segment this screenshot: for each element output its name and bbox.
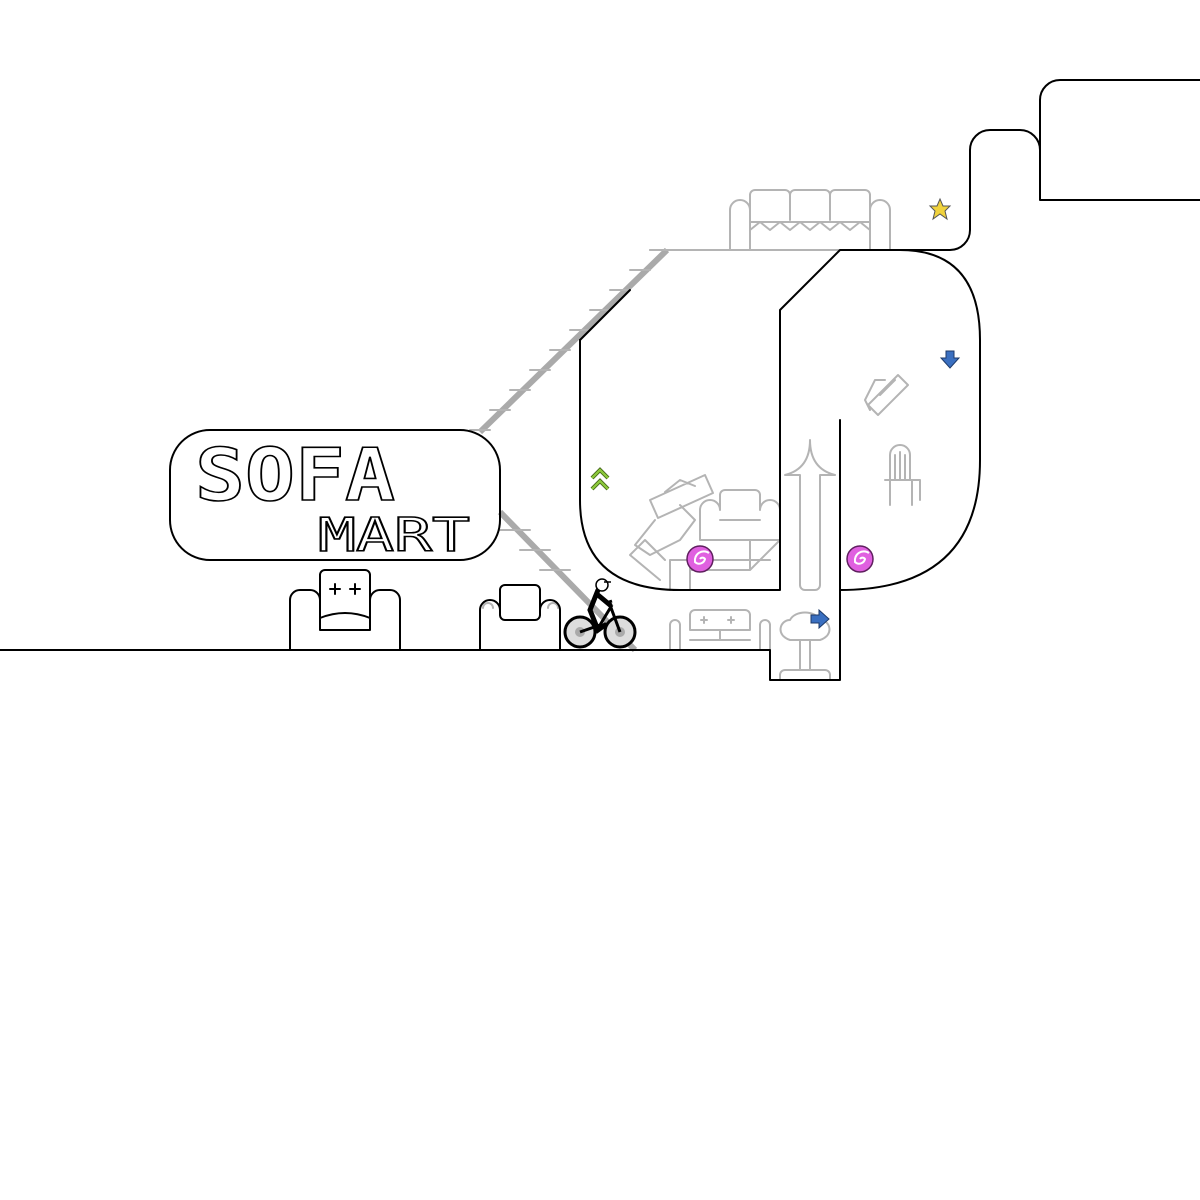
sofa-mart-sign [169,429,501,561]
bike-rider-icon[interactable] [563,578,637,649]
teleport-portal-icon[interactable] [686,545,714,573]
sign-title: SOFA [195,433,395,517]
sign-subtitle: MART [318,508,470,562]
star-goal-icon[interactable] [928,197,952,221]
arrow-sign [784,439,836,591]
loveseat [669,609,771,651]
armchair [289,569,401,651]
tilted-bench [864,374,909,416]
track-layer: SOFA MART [0,79,1200,681]
upper-steps [889,79,1200,251]
stair-rail-upper [477,247,670,435]
loop-structure [579,249,981,591]
sofa-pile [629,474,781,591]
scenery-layer [469,189,921,681]
chair [884,444,921,506]
ground-line [0,419,841,681]
egg-chair [779,611,831,681]
ramp-edge [579,289,631,341]
boost-arrow-down-icon[interactable] [939,350,961,369]
armchair-arm-detail [482,602,559,609]
gravity-chevron-icon[interactable] [590,467,610,491]
boost-arrow-right-icon[interactable] [810,608,830,630]
teleport-portal-icon[interactable] [846,545,874,573]
top-sofa [729,189,891,251]
armchair-small [479,584,561,651]
